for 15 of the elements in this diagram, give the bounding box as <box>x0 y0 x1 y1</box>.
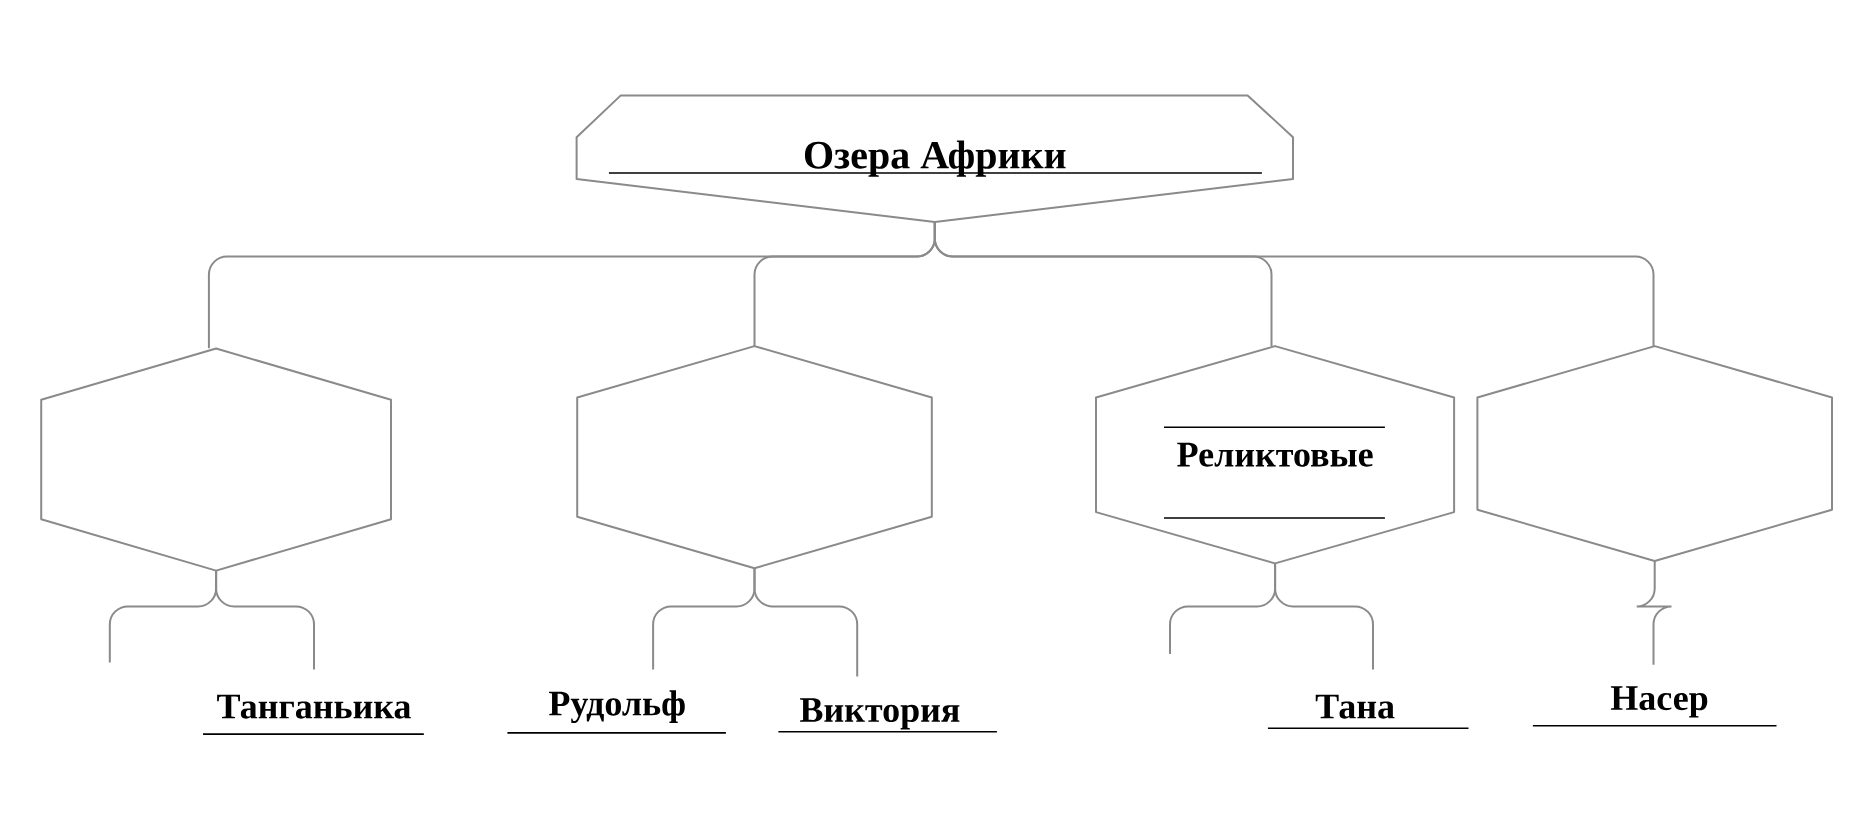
hexagon-box: Озера Африки <box>575 94 1294 223</box>
hexagon-box: Реликтовые <box>1095 345 1456 565</box>
answer-text: Танганьика <box>202 694 425 735</box>
answer-text: Насер <box>1532 686 1778 727</box>
hexagon-box <box>1476 345 1833 562</box>
hexagon-box <box>40 347 392 572</box>
connector-line <box>1274 562 1374 671</box>
answer-text: Тана <box>1267 694 1470 729</box>
hexagon-box <box>576 345 933 570</box>
connector-line <box>753 567 859 678</box>
connector-line <box>933 221 1655 347</box>
answer-text: Рудольф <box>506 690 727 734</box>
answer-text: Виктория <box>777 698 998 733</box>
connector-line <box>215 569 315 671</box>
connector-line <box>1635 560 1673 666</box>
